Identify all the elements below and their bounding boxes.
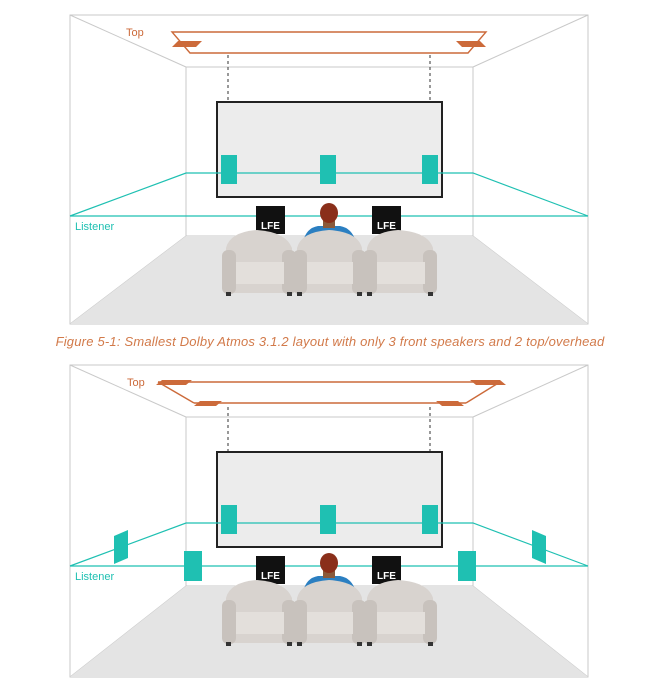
speaker-surround-right: [532, 530, 546, 564]
seat-left: [222, 230, 296, 296]
top-label: Top: [127, 377, 145, 389]
seat-center: [293, 230, 366, 296]
speaker-side-right: [458, 551, 476, 581]
speaker-center: [320, 505, 336, 534]
listener-label: Listener: [75, 571, 114, 583]
top-speaker-right: [456, 41, 486, 47]
diagram-5-1-4: Top Listener LFE LFE: [0, 350, 660, 681]
diagram-3-1-2: Top Listener LFE LFE: [0, 0, 660, 326]
speaker-left: [221, 155, 237, 184]
room-diagram-2: Top Listener LFE LFE: [69, 364, 589, 678]
svg-text:LFE: LFE: [377, 221, 396, 232]
speaker-side-left: [184, 551, 202, 581]
speaker-right: [422, 505, 438, 534]
top-label: Top: [126, 27, 144, 39]
lfe-left: LFE: [256, 556, 285, 584]
room-diagram-1: Top Listener LFE LFE: [69, 14, 589, 325]
speaker-surround-left: [114, 530, 128, 564]
speaker-right: [422, 155, 438, 184]
svg-text:LFE: LFE: [261, 221, 280, 232]
lfe-right: LFE: [372, 206, 401, 234]
speaker-left: [221, 505, 237, 534]
speaker-center: [320, 155, 336, 184]
seat-left: [222, 580, 296, 646]
seat-right: [363, 230, 437, 296]
svg-text:LFE: LFE: [261, 571, 280, 582]
listener-label: Listener: [75, 221, 114, 233]
top-speaker-front-left: [156, 380, 192, 385]
seat-right: [363, 580, 437, 646]
top-speaker-front-right: [470, 380, 506, 385]
seat-center: [293, 580, 366, 646]
top-speaker-rear-left: [194, 401, 222, 406]
top-speaker-left: [172, 41, 202, 47]
lfe-right: LFE: [372, 556, 401, 584]
svg-text:LFE: LFE: [377, 571, 396, 582]
lfe-left: LFE: [256, 206, 285, 234]
top-speaker-rear-right: [436, 401, 464, 406]
figure-caption: Figure 5-1: Smallest Dolby Atmos 3.1.2 l…: [55, 334, 605, 349]
top-plane: [170, 31, 488, 54]
top-plane: [156, 380, 506, 406]
